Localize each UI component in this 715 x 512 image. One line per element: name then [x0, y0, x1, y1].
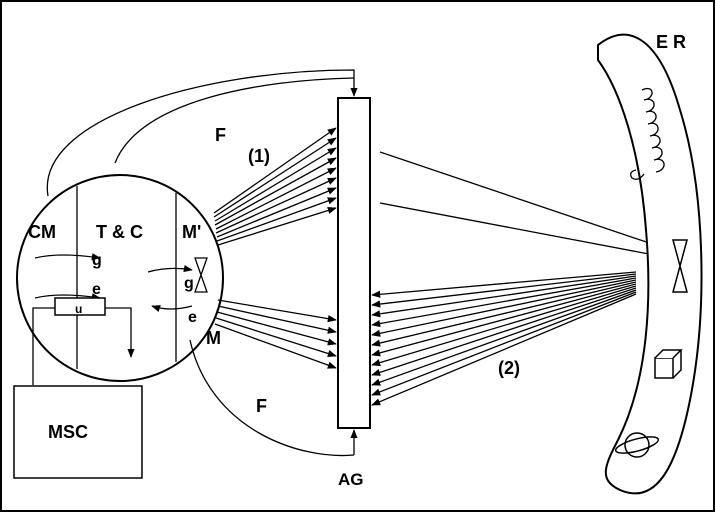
- msc-link-left: [32, 307, 55, 385]
- e-label-upper: e: [92, 281, 101, 298]
- ag-to-er-rays: [379, 151, 671, 261]
- cm-label: CM: [28, 222, 56, 242]
- path-2-rays: [371, 271, 637, 406]
- m-rays: [214, 299, 337, 369]
- msc-link-right: [105, 307, 135, 358]
- path-2-label: (2): [498, 358, 520, 378]
- e-label-right: e: [188, 309, 197, 326]
- g-label-right: g: [184, 275, 194, 292]
- msc-label: MSC: [48, 422, 88, 442]
- ag-label: AG: [338, 470, 364, 489]
- hourglass-icon: [672, 239, 688, 293]
- msc-box: [13, 385, 143, 479]
- ag-bar: [337, 97, 371, 429]
- spring-coil-icon: [641, 87, 665, 173]
- u-box: [54, 297, 106, 316]
- feedback-loop-top-outer: [46, 69, 358, 197]
- tc-label: T & C: [96, 222, 143, 242]
- path-1-label: (1): [248, 146, 270, 166]
- e-arrow-upper: [34, 293, 101, 301]
- g-arrow-right: [147, 264, 193, 273]
- hourglass-icon: [194, 257, 208, 293]
- cube-icon: [654, 349, 683, 379]
- f-label-bottom: F: [256, 396, 267, 416]
- g-arrow-upper: [34, 253, 101, 261]
- saturn-planet-icon: [614, 432, 660, 458]
- m-prime-label: M': [182, 222, 201, 242]
- m-label: M: [206, 328, 221, 348]
- er-label: E R: [656, 32, 686, 52]
- feedback-loop-top-inner: [114, 77, 355, 164]
- f-label-top: F: [215, 125, 226, 145]
- organism-circle: [16, 174, 224, 382]
- u-label: u: [75, 302, 82, 316]
- spring-tail: [630, 169, 645, 180]
- feedback-loop-bottom: [189, 339, 355, 457]
- er-crescent: [597, 33, 703, 495]
- g-label-upper: g: [92, 252, 102, 269]
- e-arrow-right: [151, 305, 193, 313]
- path-1-rays: [213, 127, 337, 246]
